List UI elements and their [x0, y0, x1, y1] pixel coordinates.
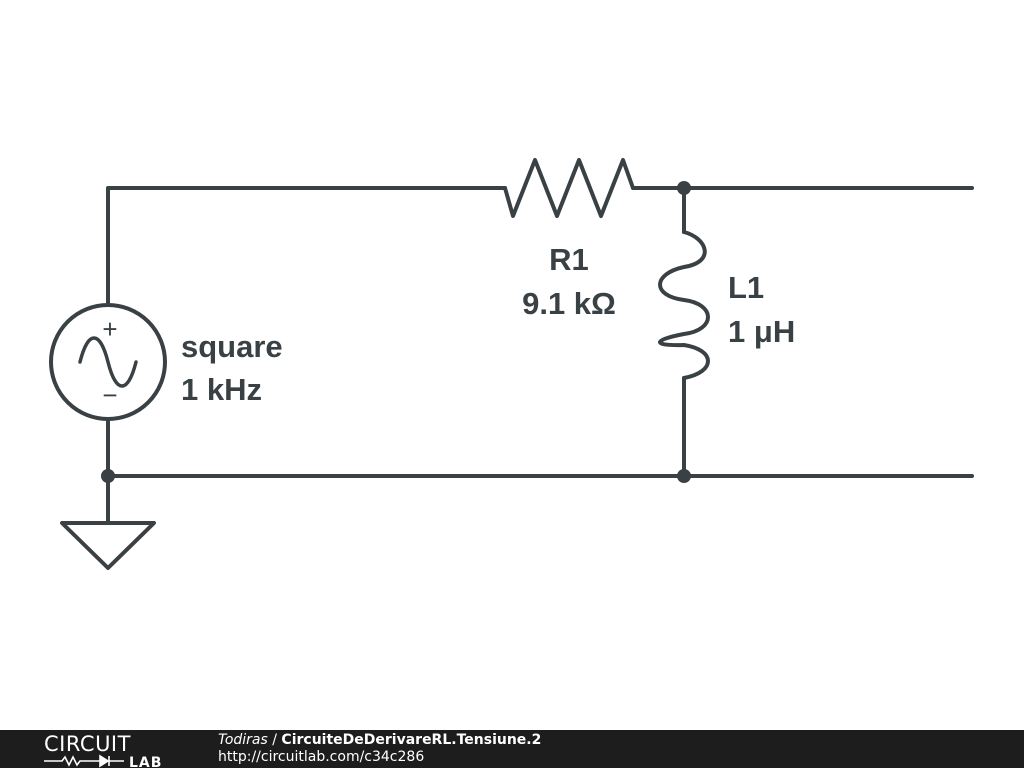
- source-plus-sign: +: [102, 314, 117, 344]
- ground-symbol: [60, 521, 156, 570]
- circuit-schematic: + − square 1 kHz R1 9.1 kΩ L1 1 μH: [49, 158, 974, 570]
- resistor-name-label: R1: [549, 242, 589, 277]
- footer-title-line: Todiras / CircuiteDeDerivareRL.Tensiune.…: [218, 732, 541, 748]
- inductor-value-label: 1 μH: [728, 314, 795, 349]
- inductor-l1-symbol: [658, 230, 710, 380]
- author-name[interactable]: Todiras: [218, 732, 268, 748]
- sine-wave-icon: [78, 336, 138, 388]
- voltage-source-symbol: [49, 303, 167, 421]
- junction-node-top: [677, 181, 691, 195]
- logo-diode-icon: [96, 754, 124, 768]
- source-name-label: square: [181, 329, 283, 364]
- logo-text-lab: LAB: [129, 755, 162, 768]
- inductor-name-label: L1: [728, 270, 764, 305]
- logo-resistor-icon: [44, 755, 96, 767]
- footer-bar: CIRCUIT LAB Todiras / CircuiteDeDerivare…: [0, 730, 1024, 768]
- source-minus-sign: −: [102, 380, 117, 410]
- resistor-value-label: 9.1 kΩ: [522, 286, 616, 321]
- circuit-title[interactable]: CircuiteDeDerivareRL.Tensiune.2: [281, 732, 542, 748]
- resistor-r1-symbol: [503, 158, 635, 218]
- title-separator: /: [267, 732, 282, 748]
- junction-node-bottom-right: [677, 469, 691, 483]
- circuit-url[interactable]: http://circuitlab.com/c34c286: [218, 749, 425, 765]
- wire-top-left: [106, 186, 507, 307]
- source-value-label: 1 kHz: [181, 372, 262, 407]
- circuitlab-logo: CIRCUIT LAB: [44, 732, 162, 768]
- junction-node-bottom-left: [101, 469, 115, 483]
- logo-text-circuit: CIRCUIT: [44, 732, 131, 756]
